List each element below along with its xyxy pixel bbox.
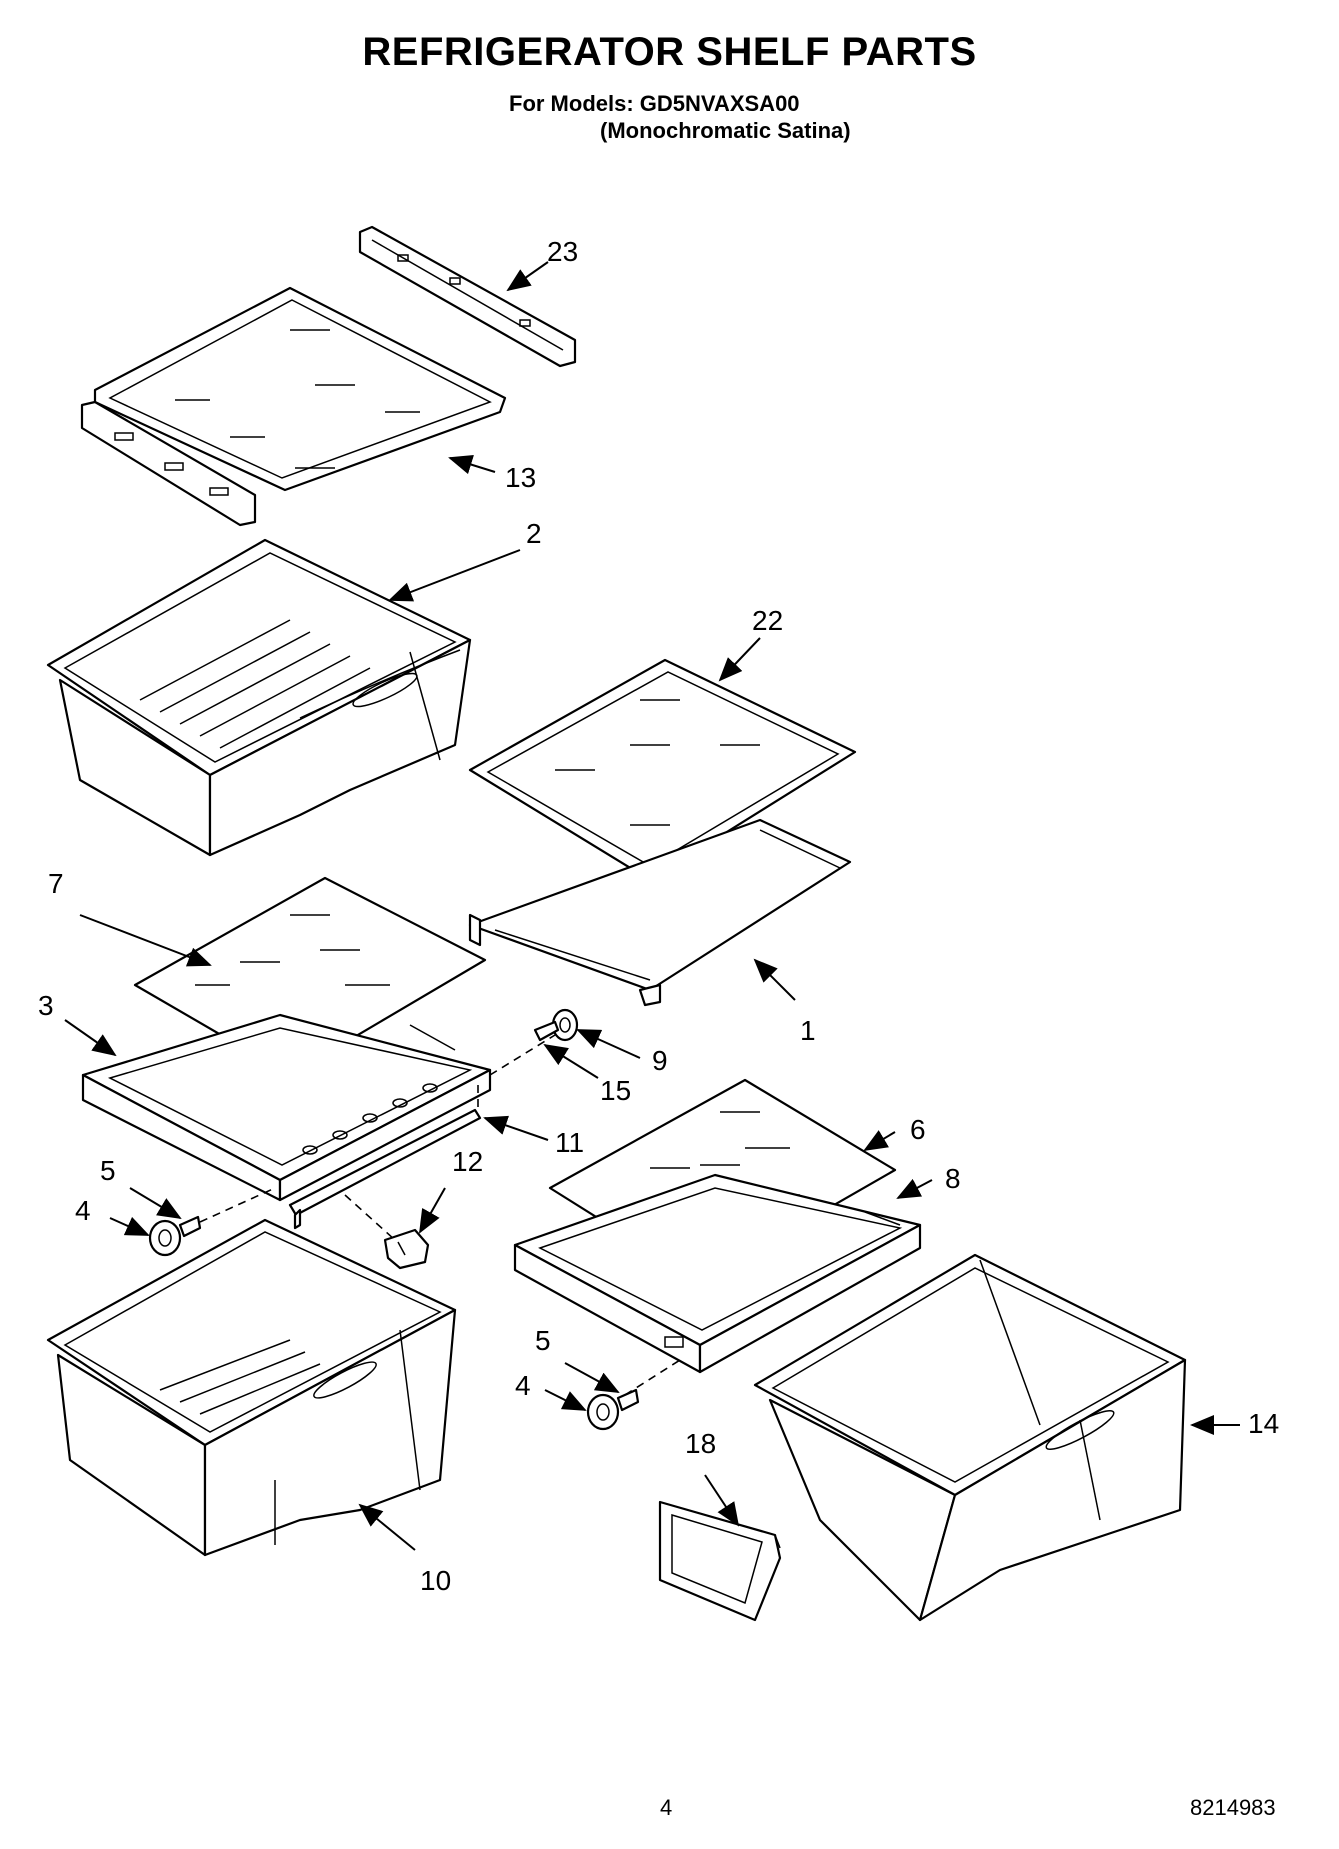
callout-4-right: 4: [515, 1370, 531, 1401]
callout-15: 15: [600, 1075, 632, 1106]
page-title: REFRIGERATOR SHELF PARTS: [362, 30, 977, 74]
models-line: For Models: GD5NVAXSA00: [509, 91, 800, 116]
part-11-rail-strip: [288, 1108, 482, 1230]
part-14-storage-bin: [753, 1253, 1187, 1622]
callout-10: 10: [420, 1565, 452, 1596]
part-5-screw-right: [616, 1388, 640, 1412]
callout-1: 1: [800, 1015, 816, 1046]
part-10-crisper-drawer: [46, 1218, 457, 1557]
part-15-screw: [533, 1020, 560, 1042]
part-4-roller-right: [586, 1393, 620, 1431]
callout-2: 2: [526, 518, 542, 549]
callout-9: 9: [652, 1045, 668, 1076]
part-8-crisper-cover: [513, 1173, 922, 1374]
part-3-crisper-cover: [81, 1013, 492, 1202]
callout-23: 23: [547, 236, 579, 267]
page-number: 4: [660, 1795, 673, 1820]
callout-22: 22: [752, 605, 784, 636]
callout-12: 12: [452, 1146, 484, 1177]
part-5-screw-left: [178, 1215, 202, 1238]
callout-11: 11: [555, 1127, 585, 1158]
callout-8: 8: [945, 1163, 961, 1194]
callout-3: 3: [38, 990, 54, 1021]
part-9-roller: [551, 1008, 579, 1042]
callout-4-left: 4: [75, 1195, 91, 1226]
callout-5-left: 5: [100, 1155, 116, 1186]
callout-18: 18: [685, 1428, 717, 1459]
callout-7: 7: [48, 868, 64, 899]
callout-6: 6: [910, 1114, 926, 1145]
document-number: 8214983: [1190, 1795, 1276, 1820]
part-22-glass-shelf: [468, 658, 857, 882]
callout-13: 13: [505, 462, 537, 493]
part-4-roller-left: [148, 1219, 182, 1257]
part-2-crisper-drawer: [46, 538, 472, 857]
part-23-shelf-rail: [358, 225, 577, 368]
part-12-clip: [383, 1228, 430, 1270]
callout-5-right: 5: [535, 1325, 551, 1356]
variant-line: (Monochromatic Satina): [600, 118, 851, 143]
part-13-glass-shelf: [80, 286, 507, 527]
part-1-shelf-frame: [468, 818, 852, 1007]
callout-14: 14: [1248, 1408, 1280, 1439]
part-18-label-cover: [658, 1500, 782, 1622]
